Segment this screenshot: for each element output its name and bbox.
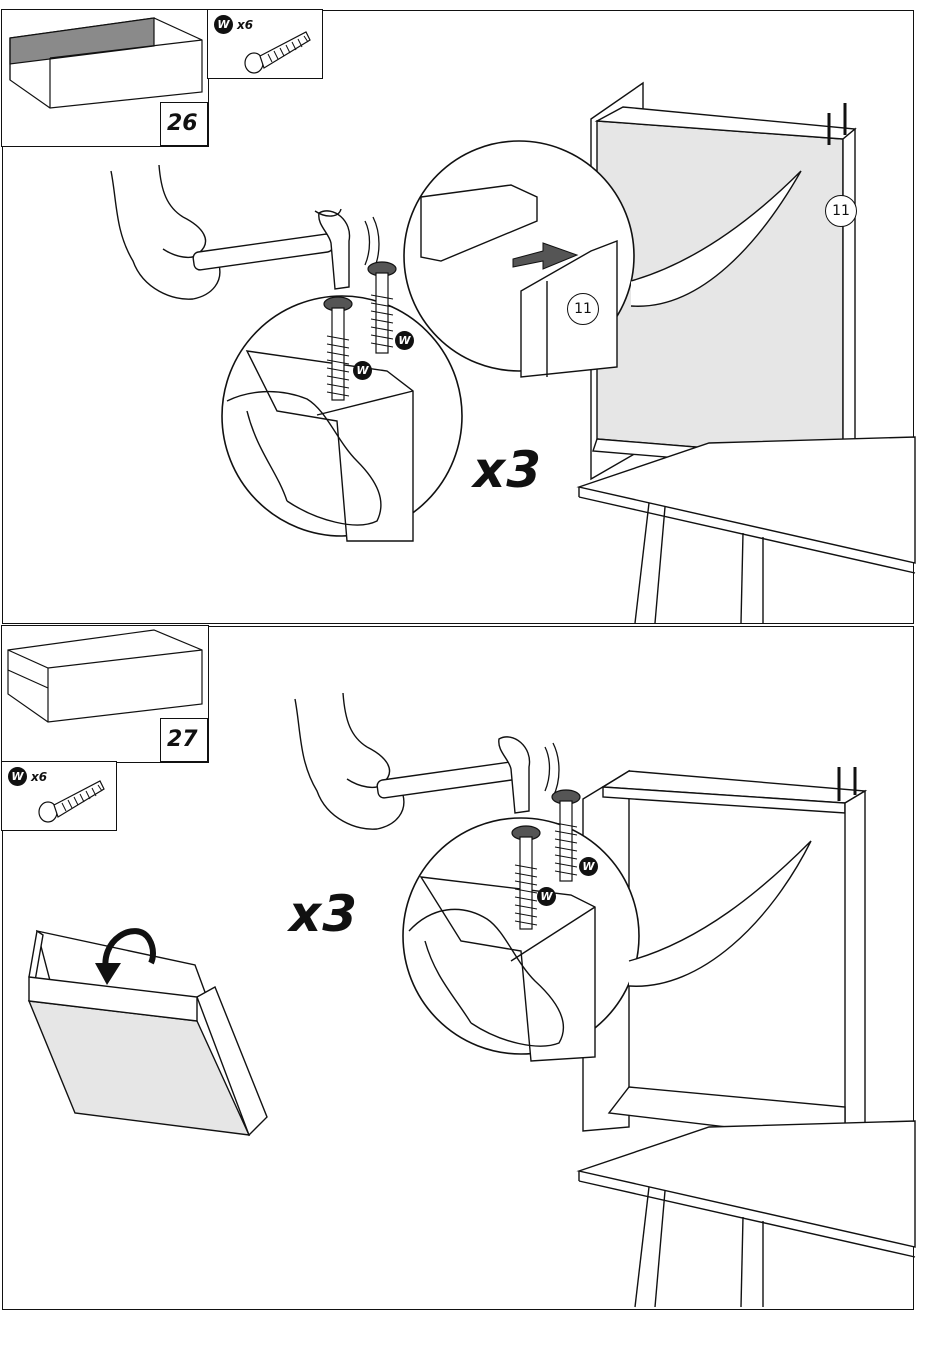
step-27-panel: 27 W x6 x3: [2, 626, 914, 1310]
screw-badge: W: [537, 887, 556, 906]
step-number: 27: [167, 727, 198, 752]
joint-detail-circle: [401, 131, 651, 381]
screw-icon: [208, 10, 324, 80]
parts-box: W x6: [207, 9, 323, 79]
screw-icon: [323, 296, 353, 416]
table-illustration: [579, 357, 919, 627]
parts-box: W x6: [1, 761, 117, 831]
drawer-thumbnail-box: 27: [1, 625, 209, 763]
screw-icon: [2, 762, 118, 832]
step-number-box: 27: [160, 718, 208, 762]
part-number-callout: 11: [825, 195, 857, 227]
screw-badge: W: [353, 361, 372, 380]
step-number: 26: [167, 111, 198, 136]
screw-badge: W: [579, 857, 598, 876]
repeat-label: x3: [473, 441, 542, 499]
repeat-label: x3: [289, 885, 358, 943]
screw-icon: [367, 261, 397, 361]
detail-part-number: 11: [567, 293, 599, 325]
step-26-panel: 26 W x6 W W: [2, 10, 914, 624]
rotate-arrow-icon: [87, 919, 167, 989]
table-illustration: [579, 1041, 919, 1311]
drawer-thumbnail-box: 26: [1, 9, 209, 147]
screw-icon: [551, 789, 581, 889]
step-number-box: 26: [160, 102, 208, 146]
screw-icon: [511, 825, 541, 945]
